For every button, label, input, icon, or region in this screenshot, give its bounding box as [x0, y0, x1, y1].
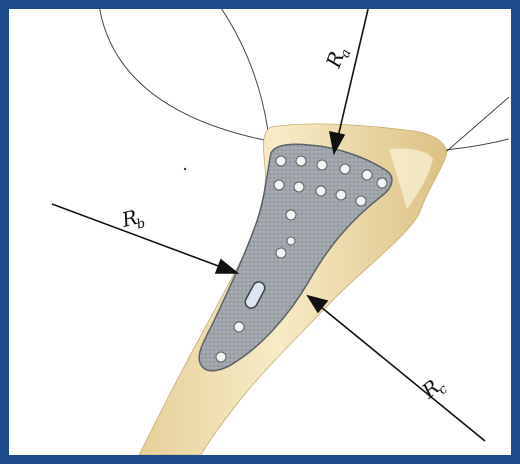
screw-hole [234, 322, 244, 332]
screw-hole [286, 210, 296, 220]
screw-hole [296, 156, 306, 166]
bone-plate-diagram: R a R b R c [9, 9, 511, 455]
screw-hole [216, 352, 226, 362]
arc-large-circle [219, 9, 271, 159]
screw-hole [274, 180, 284, 190]
screw-hole [316, 186, 326, 196]
label-rc: R c [417, 371, 452, 407]
screw-hole [340, 164, 350, 174]
screw-hole [276, 248, 286, 258]
screw-hole [336, 190, 346, 200]
diagram-canvas: R a R b R c [9, 9, 511, 455]
label-rb-sub: b [135, 216, 147, 233]
screw-hole [377, 178, 387, 188]
screw-hole [294, 182, 304, 192]
screw-hole [362, 170, 372, 180]
screw-hole [287, 237, 295, 245]
dot-mark [184, 168, 186, 170]
screw-hole [317, 160, 327, 170]
arrow-rb-head [216, 260, 237, 273]
arrow-rc-shaft [321, 307, 485, 441]
arrow-ra-shaft [338, 9, 369, 137]
label-ra: R a [321, 43, 355, 73]
screw-hole [356, 196, 366, 206]
arrow-rb-shaft [52, 204, 221, 267]
screw-hole [276, 156, 286, 166]
